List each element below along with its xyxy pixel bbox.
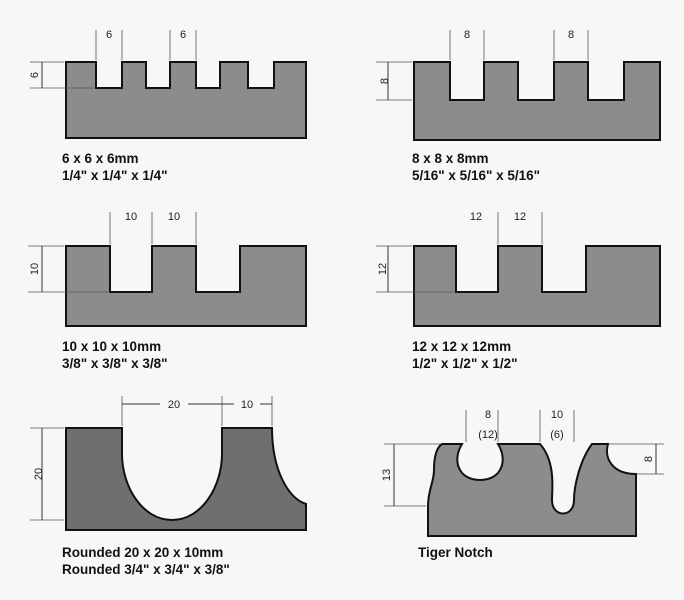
trowel-profile-12mm — [413, 245, 661, 327]
caption-tiger-title: Tiger Notch — [418, 545, 493, 560]
dim-depth-10: 10 — [29, 263, 41, 275]
caption-8mm: 8 x 8 x 8mm 5/16" x 5/16" x 5/16" — [412, 150, 540, 184]
caption-12mm: 12 x 12 x 12mm 1/2" x 1/2" x 1/2" — [412, 338, 518, 372]
dim-notch-gap-10: 10 — [168, 211, 180, 223]
caption-10mm-imperial: 3/8" x 3/8" x 3/8" — [62, 356, 168, 371]
dim-tiger-gap-alt: (6) — [550, 429, 563, 441]
dim-depth-12: 12 — [377, 263, 389, 275]
profile-rounded: 20 10 20 — [30, 396, 307, 531]
caption-6mm-imperial: 1/4" x 1/4" x 1/4" — [62, 168, 168, 183]
caption-rounded-metric: Rounded 20 x 20 x 10mm — [62, 545, 224, 560]
dim-rounded-depth: 20 — [33, 468, 45, 480]
dim-notch-gap-12: 12 — [514, 211, 526, 223]
trowel-profile-6mm — [65, 61, 307, 139]
profile-6mm: 6 6 6 — [29, 29, 307, 139]
profile-tiger: 8 (12) 10 (6) 13 8 — [381, 409, 664, 537]
dim-tiger-width: 8 — [485, 409, 491, 421]
dim-tiger-right-depth: 8 — [643, 456, 655, 462]
trowel-profile-rounded — [65, 427, 307, 531]
caption-12mm-metric: 12 x 12 x 12mm — [412, 339, 512, 354]
caption-8mm-imperial: 5/16" x 5/16" x 5/16" — [412, 168, 541, 183]
caption-8mm-metric: 8 x 8 x 8mm — [412, 151, 489, 166]
caption-12mm-imperial: 1/2" x 1/2" x 1/2" — [412, 356, 518, 371]
dim-rounded-width: 20 — [168, 399, 180, 411]
dim-tiger-width-alt: (12) — [478, 429, 498, 441]
dim-notch-width-10: 10 — [125, 211, 137, 223]
dim-notch-gap-6: 6 — [180, 29, 186, 41]
dim-notch-width-8: 8 — [464, 29, 470, 41]
dim-rounded-gap: 10 — [241, 399, 253, 411]
dim-notch-width-6: 6 — [106, 29, 112, 41]
profile-12mm: 12 12 12 — [376, 211, 661, 327]
trowel-profile-8mm — [413, 61, 661, 141]
caption-10mm-metric: 10 x 10 x 10mm — [62, 339, 162, 354]
caption-6mm: 6 x 6 x 6mm 1/4" x 1/4" x 1/4" — [62, 150, 168, 184]
dim-notch-gap-8: 8 — [568, 29, 574, 41]
trowel-profile-tiger — [427, 443, 637, 537]
caption-tiger: Tiger Notch — [418, 544, 493, 561]
profile-10mm: 10 10 10 — [28, 211, 307, 327]
dim-tiger-depth: 13 — [381, 469, 393, 481]
caption-rounded: Rounded 20 x 20 x 10mm Rounded 3/4" x 3/… — [62, 544, 230, 578]
dim-depth-8: 8 — [379, 78, 391, 84]
dim-depth-6: 6 — [29, 72, 41, 78]
caption-rounded-imperial: Rounded 3/4" x 3/4" x 3/8" — [62, 562, 230, 577]
dim-notch-width-12: 12 — [470, 211, 482, 223]
trowel-profile-10mm — [65, 245, 307, 327]
profile-8mm: 8 8 8 — [376, 29, 661, 141]
caption-6mm-metric: 6 x 6 x 6mm — [62, 151, 139, 166]
dim-tiger-gap: 10 — [551, 409, 563, 421]
caption-10mm: 10 x 10 x 10mm 3/8" x 3/8" x 3/8" — [62, 338, 168, 372]
